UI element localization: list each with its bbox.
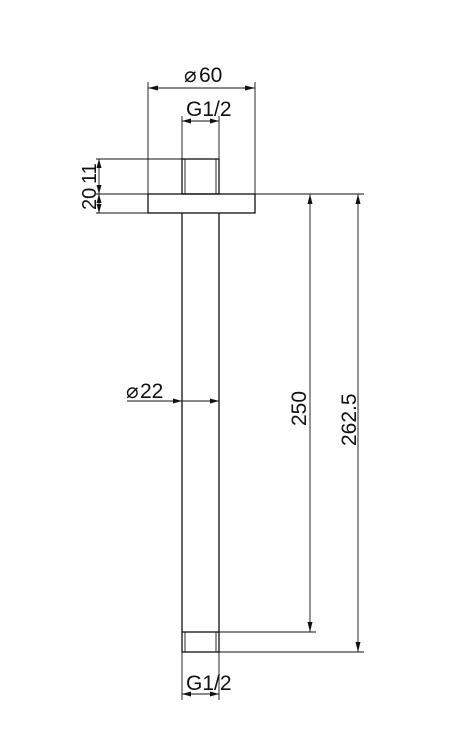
part-outline [147, 158, 256, 653]
ceiling-flange [147, 193, 256, 214]
top-thread-nipple [181, 158, 220, 195]
bottom-thread-nipple [181, 631, 220, 653]
flange-diameter-label: 60 [199, 64, 222, 87]
dim-arm-diameter: ⌀ 22 [126, 380, 219, 404]
diameter-symbol: ⌀ [126, 380, 139, 403]
dim-total-length: 262.5 [219, 193, 364, 653]
dim-arm-length: 250 [219, 193, 316, 633]
top-thread-label: G1/2 [186, 98, 232, 121]
diameter-symbol: ⌀ [184, 64, 197, 87]
dim-top-thread: G1/2 [181, 98, 232, 159]
arm-diameter-label: 22 [140, 380, 163, 403]
total-length-label: 262.5 [338, 393, 361, 446]
dim-left-stack: 11 20 [79, 158, 182, 214]
dim-flange-diameter: ⌀ 60 [147, 64, 256, 194]
flange-thickness-label: 20 [79, 188, 101, 210]
top-thread-length-label: 11 [79, 163, 101, 184]
dim-bottom-thread: G1/2 [181, 652, 232, 700]
arm-length-label: 250 [288, 391, 311, 426]
bottom-thread-label: G1/2 [186, 672, 232, 695]
